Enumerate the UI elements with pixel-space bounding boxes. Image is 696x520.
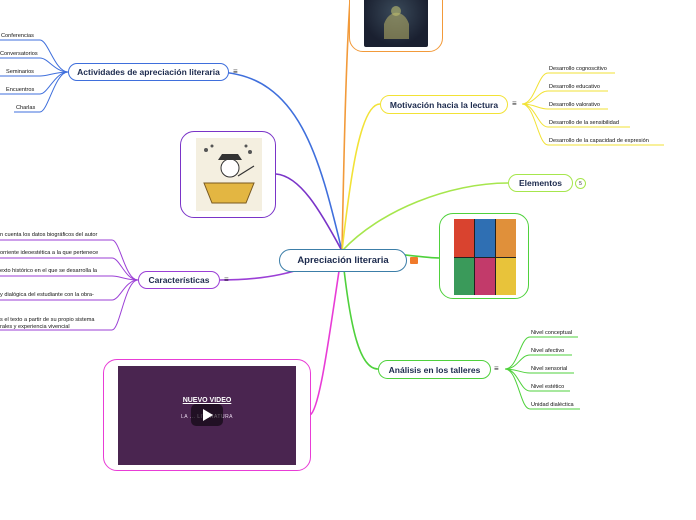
link-analisis — [341, 250, 379, 370]
branch-motivacion[interactable]: Motivación hacia la lectura — [380, 95, 508, 114]
central-topic[interactable]: Apreciación literaria — [279, 249, 407, 272]
link-elementos — [341, 182, 509, 252]
play-icon — [203, 409, 213, 421]
image-top[interactable] — [349, 0, 443, 52]
link-image-comic — [275, 173, 343, 252]
analisis-leaf-links — [504, 336, 580, 410]
leaf-conferencias[interactable]: Conferencias — [1, 33, 34, 39]
leaf-caracteristica-1[interactable]: n cuenta los datos biográficos del autor — [0, 232, 98, 238]
menu-icon[interactable]: ≡ — [512, 99, 517, 108]
video-container[interactable]: NUEVO VIDEO LA ... LITERATURA — [103, 359, 311, 471]
menu-icon[interactable]: ≡ — [224, 275, 229, 284]
actividades-leaf-links — [0, 39, 69, 113]
image-comic[interactable] — [180, 131, 276, 218]
branch-motivacion-label: Motivación hacia la lectura — [389, 99, 499, 110]
menu-icon[interactable]: ≡ — [233, 67, 238, 76]
leaf-desarrollo-expresion[interactable]: Desarrollo de la capacidad de expresión — [549, 138, 649, 144]
leaf-desarrollo-sensibilidad[interactable]: Desarrollo de la sensibilidad — [549, 120, 619, 126]
link-actividades — [217, 71, 343, 252]
video-title: NUEVO VIDEO — [182, 397, 232, 404]
comic-illustration — [196, 138, 262, 211]
branch-analisis-label: Análisis en los talleres — [388, 364, 481, 375]
leaf-caracteristica-4[interactable]: y dialógica del estudiante con la obra- — [0, 292, 94, 298]
book-covers-grid — [454, 219, 516, 295]
branch-elementos[interactable]: Elementos — [508, 174, 573, 192]
branch-actividades[interactable]: Actividades de apreciación literaria — [68, 63, 229, 81]
leaf-nivel-afectivo[interactable]: Nivel afectivo — [531, 348, 565, 354]
leaf-charlas[interactable]: Charlas — [16, 105, 36, 111]
branch-caracteristicas-label: Características — [148, 275, 210, 285]
leaf-desarrollo-educativo[interactable]: Desarrollo educativo — [549, 84, 600, 90]
leaf-conversatorios[interactable]: Conversatorios — [0, 51, 38, 57]
book-cover-image — [364, 0, 428, 47]
leaf-nivel-conceptual[interactable]: Nivel conceptual — [531, 330, 573, 336]
caracteristicas-leaf-links — [0, 239, 139, 331]
link-top-image — [341, 0, 351, 252]
leaf-encuentros[interactable]: Encuentros — [6, 87, 35, 93]
leaf-caracteristica-2[interactable]: orriente ideoestética a la que pertenece — [0, 250, 99, 256]
collapsed-count-badge[interactable]: 5 — [575, 178, 586, 189]
branch-elementos-label: Elementos — [519, 178, 562, 188]
leaf-seminarios[interactable]: Seminarios — [6, 69, 34, 75]
menu-icon[interactable]: ≡ — [494, 364, 499, 373]
link-motivacion — [341, 103, 381, 252]
leaf-desarrollo-valorativo[interactable]: Desarrollo valorativo — [549, 102, 600, 108]
central-topic-label: Apreciación literaria — [297, 255, 389, 266]
motivacion-leaf-links — [521, 72, 664, 146]
image-books[interactable] — [439, 213, 529, 299]
leaf-caracteristica-3[interactable]: exto histórico en el que se desarrolla l… — [0, 268, 98, 274]
video-thumbnail[interactable]: NUEVO VIDEO LA ... LITERATURA — [118, 366, 296, 465]
leaf-unidad-dialectica[interactable]: Unidad dialéctica — [531, 402, 574, 408]
link-video — [309, 250, 343, 416]
branch-analisis[interactable]: Análisis en los talleres — [378, 360, 491, 379]
collapsed-count: 5 — [579, 180, 582, 187]
branch-caracteristicas[interactable]: Características — [138, 271, 220, 289]
branch-actividades-label: Actividades de apreciación literaria — [77, 67, 220, 77]
leaf-caracteristica-5[interactable]: s el texto a partir de su propio sistema… — [0, 317, 95, 330]
play-button[interactable] — [191, 404, 223, 426]
leaf-desarrollo-cognoscitivo[interactable]: Desarrollo cognoscitivo — [549, 66, 607, 72]
leaf-nivel-sensorial[interactable]: Nivel sensorial — [531, 366, 568, 372]
leaf-nivel-estetico[interactable]: Nivel estético — [531, 384, 565, 390]
audio-icon[interactable] — [410, 257, 418, 264]
